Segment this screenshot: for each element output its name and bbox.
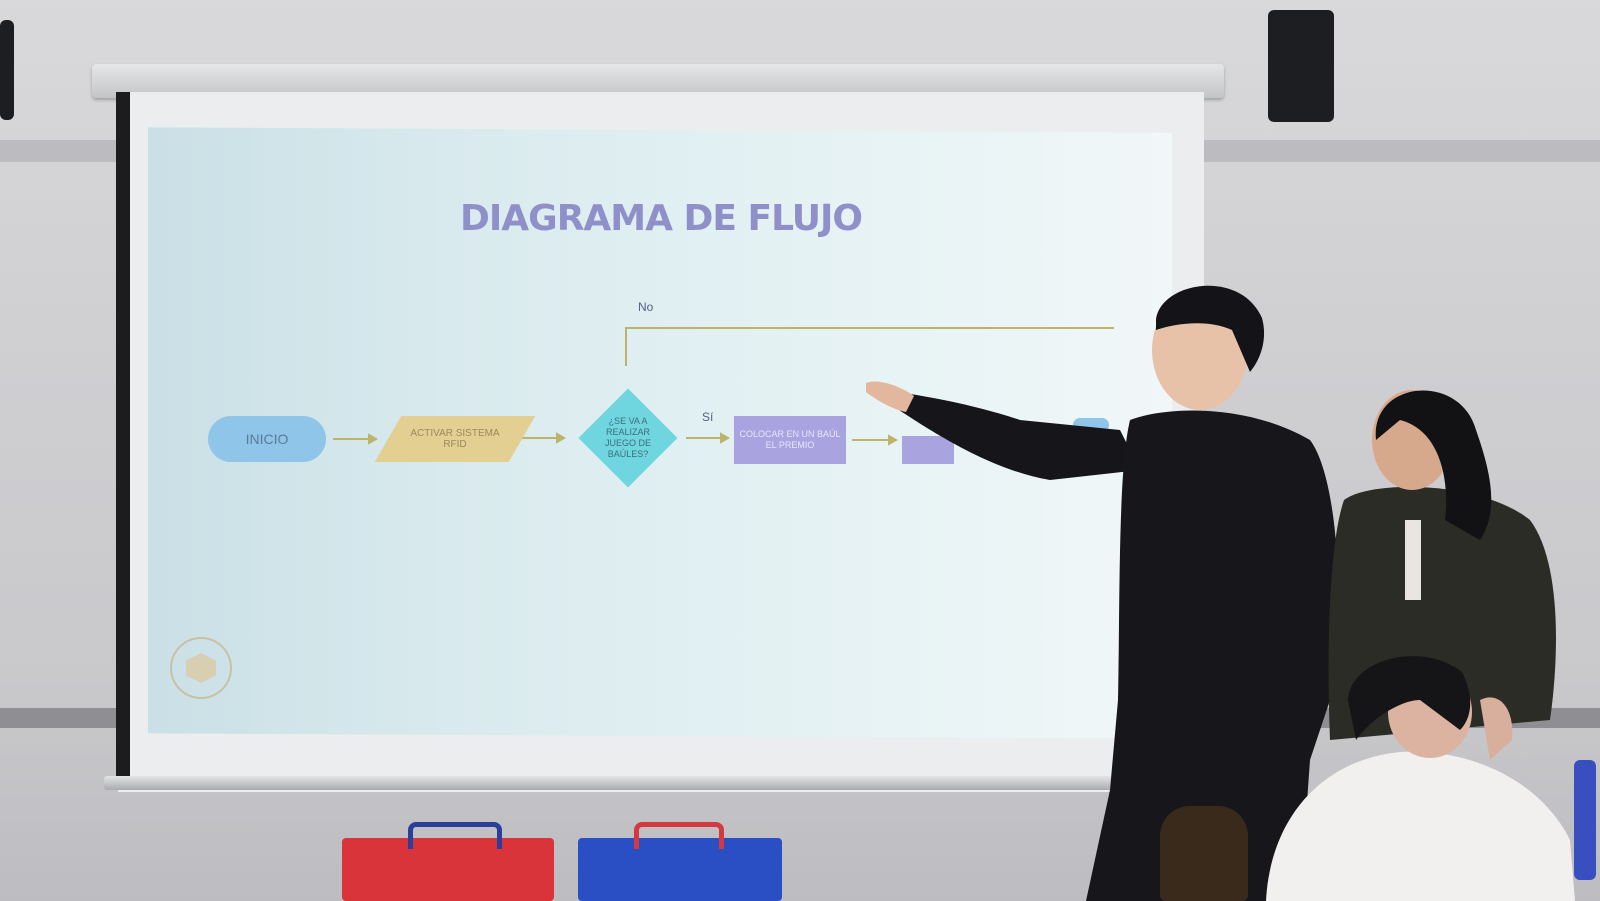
right-speaker (1268, 10, 1334, 122)
branch-label-no: No (638, 300, 654, 314)
backpack (1160, 806, 1248, 901)
projector-screen-edge (116, 92, 130, 788)
slide-title: DIAGRAMA DE FLUJO (460, 198, 863, 239)
flow-node-process: COLOCAR EN UN BAÚL EL PREMIO (734, 416, 846, 464)
flow-node-decision: ¿SE VA A REALIZAR JUEGO DE BAÚLES? (576, 386, 680, 490)
flow-node-process-label: COLOCAR EN UN BAÚL EL PREMIO (739, 429, 841, 450)
blue-case-handle (634, 822, 724, 849)
projector-screen-bottom-bar (104, 776, 1164, 790)
logo-hexagon-icon (186, 653, 216, 683)
left-speaker (0, 20, 14, 120)
water-bottle (1574, 760, 1596, 880)
flow-node-process-partial (902, 436, 954, 464)
red-case (342, 838, 554, 901)
arrow-head-4 (888, 434, 899, 446)
flow-node-start: INICIO (208, 416, 326, 462)
slide-logo (170, 637, 232, 699)
branch-label-yes: Sí (702, 410, 714, 424)
flow-node-start-label: INICIO (245, 431, 289, 447)
arrow-head-1 (368, 433, 379, 445)
flow-node-decision-label: ¿SE VA A REALIZAR JUEGO DE BAÚLES? (604, 416, 651, 459)
flow-node-input: ACTIVAR SISTEMA RFID (374, 416, 536, 462)
arrow-head-3 (720, 432, 731, 444)
flow-node-input-label: ACTIVAR SISTEMA RFID (410, 428, 500, 450)
no-branch-loop (625, 327, 1114, 366)
arrow-head-2 (556, 432, 567, 444)
red-case-handle (408, 822, 502, 849)
blue-case (578, 838, 782, 901)
